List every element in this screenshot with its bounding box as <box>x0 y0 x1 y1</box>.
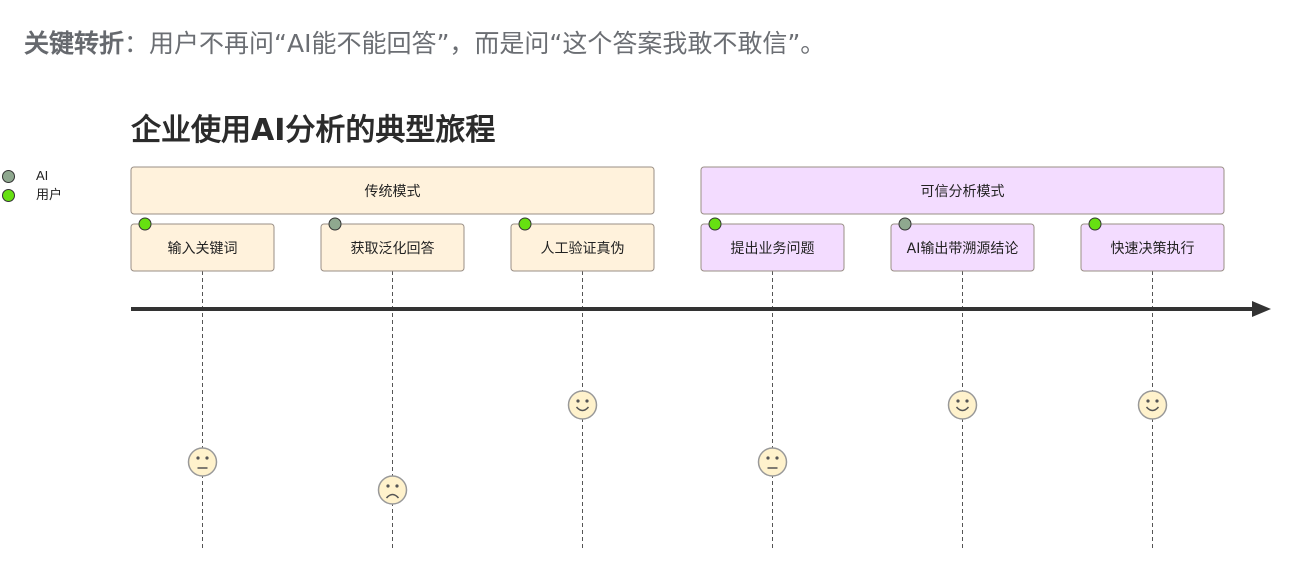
task-label: 人工验证真伪 <box>541 241 625 257</box>
face-eye <box>1155 399 1159 403</box>
actor-marker <box>138 217 152 231</box>
task-box <box>1080 223 1225 272</box>
face-eye <box>775 456 779 460</box>
legend-label: 用户 <box>36 187 63 202</box>
task-box <box>510 223 655 272</box>
face-circle <box>567 390 598 420</box>
face-eye <box>395 484 399 488</box>
actor-marker <box>708 217 722 231</box>
section-group: 传统模式 <box>130 166 655 215</box>
face-mouth <box>575 406 590 412</box>
actor-marker <box>518 217 532 231</box>
neutral-face-icon <box>757 447 788 477</box>
task-label: 获取泛化回答 <box>351 240 435 257</box>
face-circle <box>377 475 408 505</box>
face-mouth <box>385 493 400 499</box>
legend-label: AI <box>36 168 49 183</box>
task: 人工验证真伪 <box>510 217 655 548</box>
headline-keyword: 关键转折 <box>24 29 125 58</box>
task-label: 快速决策执行 <box>1111 240 1195 257</box>
task: 获取泛化回答 <box>320 217 465 548</box>
legend-item: AI <box>0 168 80 186</box>
task-label: 提出业务问题 <box>731 241 815 257</box>
task: 快速决策执行 <box>1080 217 1225 548</box>
section-group: 可信分析模式 <box>700 166 1225 215</box>
actor-marker <box>898 217 912 231</box>
face-eye <box>386 484 390 488</box>
headline: 关键转折：用户不再问“AI能不能回答”，而是问“这个答案我敢不敢信”。 <box>24 24 825 64</box>
face-eye <box>766 456 770 460</box>
face-eye <box>196 456 200 460</box>
task-label: AI输出带溯源结论 <box>907 241 1019 257</box>
task: 输入关键词 <box>130 217 275 548</box>
happy-face-icon <box>1137 390 1168 420</box>
legend-dot <box>2 170 15 183</box>
neutral-face-icon <box>187 447 218 477</box>
task-box <box>320 223 465 272</box>
section-label: 传统模式 <box>365 184 421 200</box>
face-mouth <box>1145 406 1160 412</box>
timeline-arrowhead <box>1252 301 1271 317</box>
face-eye <box>585 399 589 403</box>
task: 提出业务问题 <box>700 217 845 548</box>
face-eye <box>1146 399 1150 403</box>
face-circle <box>1137 390 1168 420</box>
task-label: 输入关键词 <box>168 241 238 257</box>
journey-title: 企业使用AI分析的典型旅程 <box>131 113 496 148</box>
face-circle <box>947 390 978 420</box>
face-eye <box>576 399 580 403</box>
sad-face-icon <box>377 475 408 505</box>
section-label: 可信分析模式 <box>921 184 1005 200</box>
legend-dot <box>2 189 15 202</box>
face-eye <box>965 399 969 403</box>
section-box <box>130 166 655 215</box>
section-box <box>700 166 1225 215</box>
actor-marker <box>1088 217 1102 231</box>
face-circle <box>757 447 788 477</box>
task-box <box>130 223 275 272</box>
legend-item: 用户 <box>0 187 80 205</box>
face-eye <box>205 456 209 460</box>
actor-marker <box>328 217 342 231</box>
task: AI输出带溯源结论 <box>890 217 1035 548</box>
task-box <box>700 223 845 272</box>
happy-face-icon <box>947 390 978 420</box>
happy-face-icon <box>567 390 598 420</box>
task-box <box>890 223 1035 272</box>
face-eye <box>956 399 960 403</box>
headline-text: ：用户不再问“AI能不能回答”，而是问“这个答案我敢不敢信”。 <box>124 29 826 58</box>
face-circle <box>187 447 218 477</box>
face-mouth <box>955 406 970 412</box>
